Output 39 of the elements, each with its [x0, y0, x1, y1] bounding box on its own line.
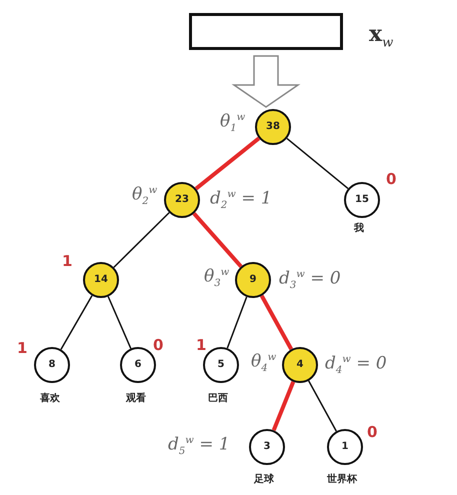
tree-edge	[60, 295, 93, 350]
node-weight: 1	[342, 442, 348, 452]
path-edge	[260, 294, 294, 350]
tree-edge	[308, 380, 337, 432]
path-edge	[194, 136, 260, 190]
word-label: 巴西	[208, 394, 228, 404]
node-weight: 8	[48, 360, 56, 370]
tree-edge	[113, 212, 170, 268]
tree-edge	[108, 296, 132, 349]
code-bit: 0	[153, 338, 164, 353]
node-weight: 9	[250, 275, 256, 285]
node-weight: 4	[296, 360, 304, 370]
word-label: 我	[354, 224, 364, 234]
node-weight: 23	[175, 195, 189, 205]
code-bit: 0	[386, 172, 396, 187]
block-arrow	[232, 55, 300, 108]
tree-edge	[286, 138, 349, 190]
node-weight: 38	[266, 122, 280, 132]
word-label: 足球	[254, 475, 274, 485]
node-weight: 6	[134, 360, 142, 370]
node-weight: 14	[94, 275, 108, 285]
word-label: 喜欢	[40, 394, 60, 404]
node-weight: 15	[355, 195, 369, 205]
path-edge	[192, 212, 243, 268]
tree-edge	[226, 296, 248, 348]
word-label: 观看	[126, 394, 146, 404]
node-weight: 3	[264, 442, 270, 452]
code-bit: 1	[17, 341, 28, 356]
path-edge	[272, 380, 296, 432]
decision-label: d$_{2}$$^{w}$ = 1	[210, 190, 272, 212]
code-bit: 0	[367, 425, 378, 440]
code-bit: 1	[196, 338, 206, 353]
decision-label: d$_{4}$$^{w}$ = 0	[325, 355, 387, 376]
code-bit: 1	[62, 254, 72, 269]
node-weight: 5	[218, 360, 224, 370]
decision-label: d$_{3}$$^{w}$ = 0	[279, 270, 341, 292]
vector-label: x$_{w}$	[369, 23, 394, 50]
word-label: 世界杯	[327, 475, 357, 485]
decision-label: d$_{5}$$^{w}$ = 1	[168, 436, 230, 458]
